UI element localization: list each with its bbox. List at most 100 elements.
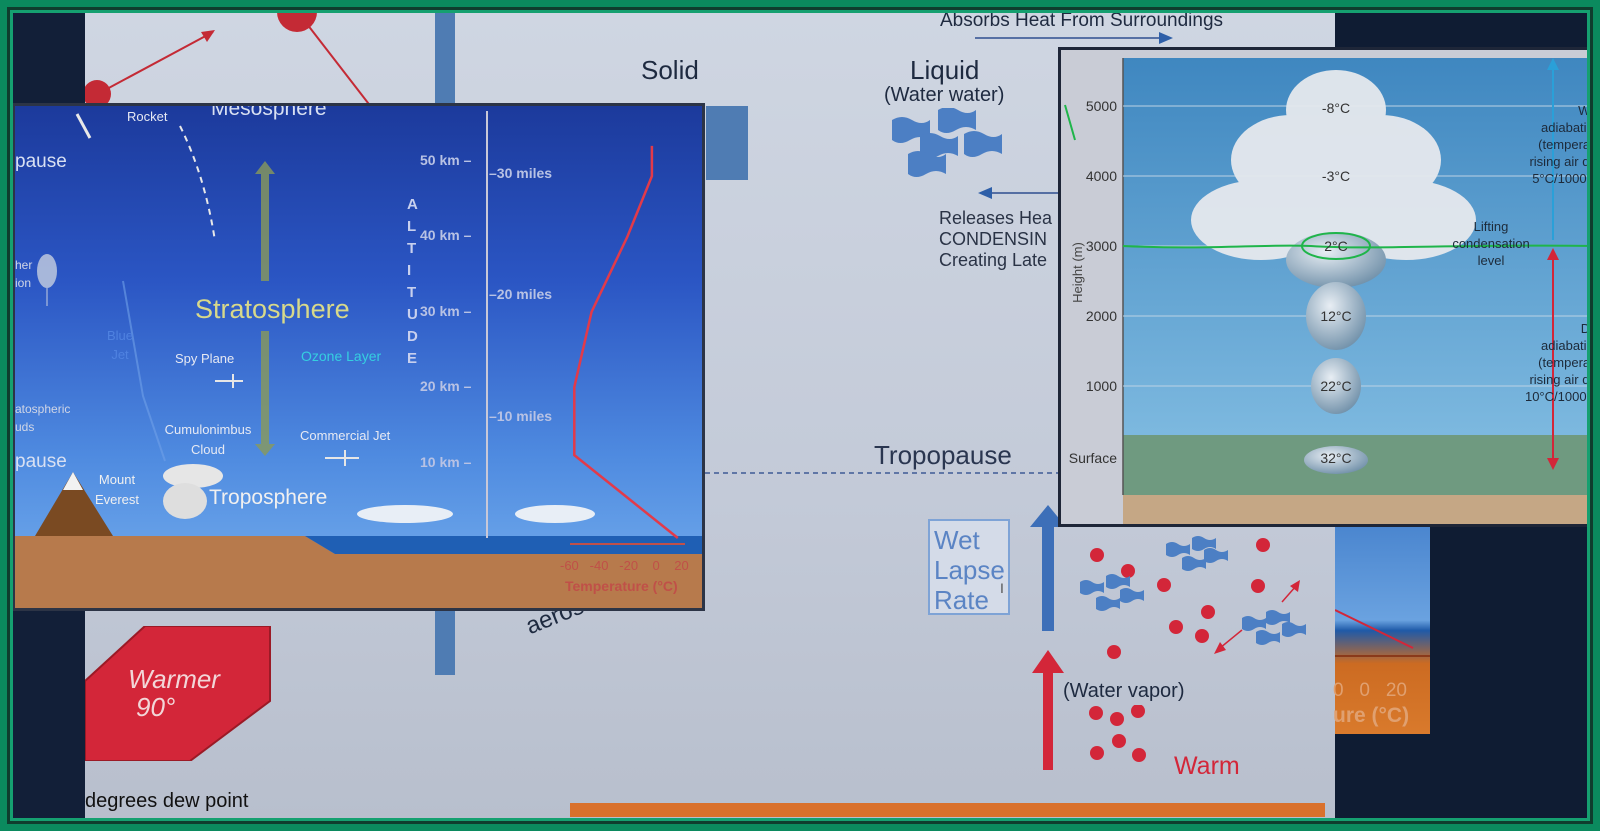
cumulonimbus-label: Cumulonimbus Cloud bbox=[164, 422, 252, 457]
altitude-letter: I bbox=[407, 262, 412, 279]
commercial-jet-label: Commercial Jet bbox=[300, 428, 391, 443]
altitude-letter: L bbox=[407, 218, 417, 235]
wet-lapse-line-2: Lapse bbox=[934, 555, 1005, 585]
wet-lapse-line-1: Wet bbox=[934, 525, 980, 555]
wet-line-2: adiabatic r bbox=[1541, 120, 1598, 135]
troposphere-label: Troposphere bbox=[209, 486, 328, 509]
partial-label-1: her bbox=[15, 258, 33, 272]
partial-labels-left-2: atospheric uds bbox=[15, 400, 70, 436]
warm-label: Warm bbox=[1174, 752, 1240, 780]
height-2000: 2000 bbox=[1085, 308, 1117, 324]
height-surface: Surface bbox=[1068, 450, 1117, 466]
atmosphere-graphic bbox=[15, 111, 702, 608]
partial-label-3: atospheric bbox=[15, 402, 71, 416]
temp-ticks: -60 -40 -20 0 20 bbox=[560, 558, 689, 573]
blue-jet-label: Blue Jet bbox=[106, 328, 134, 362]
temp-minus8: -8°C bbox=[1321, 100, 1351, 116]
lcl-line-2: condensation bbox=[1452, 236, 1530, 251]
dry-adiabatic-text: Dry adiabatic r (temperatu rising air dr… bbox=[1471, 320, 1598, 405]
height-4000: 4000 bbox=[1085, 168, 1117, 184]
absorbs-arrow bbox=[975, 32, 1173, 44]
dry-line-3: (temperatu bbox=[1538, 355, 1598, 370]
rocket-arrow-fragment bbox=[85, 12, 376, 112]
dry-line-5: 10°C/1000 m bbox=[1524, 389, 1598, 404]
releases-heat-text: Releases Hea CONDENSIN Creating Late bbox=[939, 208, 1052, 271]
ozone-layer-label: Ozone Layer bbox=[301, 348, 382, 364]
temp-22: 22°C bbox=[1320, 378, 1352, 394]
dry-line-2: adiabatic r bbox=[1541, 338, 1598, 353]
vapor-molecules bbox=[1080, 536, 1306, 659]
pause-label-bottom: pause bbox=[15, 451, 67, 472]
wet-line-5: 5°C/1000 m bbox=[1532, 171, 1598, 186]
temp-tick-1: -60 bbox=[560, 558, 579, 573]
lcl-line-1: Lifting bbox=[1473, 219, 1509, 234]
releases-line-3: Creating Late bbox=[939, 250, 1048, 270]
liquid-label: Liquid bbox=[910, 55, 980, 85]
mile-tick-label: –10 miles bbox=[489, 407, 553, 424]
altitude-letter: D bbox=[407, 328, 418, 345]
wet-lapse-line-3: Rate bbox=[934, 585, 989, 615]
wet-line-1: Wet bbox=[1578, 103, 1598, 118]
orange-bottom-bar bbox=[570, 803, 1325, 817]
temp-minus3: -3°C bbox=[1321, 168, 1351, 184]
mile-tick-label: –30 miles bbox=[489, 165, 553, 182]
adiabatic-cloud-panel: Height (m) 5000 4000 3000 2000 1000 Surf… bbox=[1058, 47, 1598, 527]
wet-line-4: rising air dro bbox=[1529, 154, 1598, 169]
partial-label-2: ion bbox=[15, 276, 32, 290]
temp-tick-3: -20 bbox=[619, 558, 639, 573]
atmosphere-layers-panel: Mesosphere pause pause Rocket Stratosphe… bbox=[12, 103, 705, 611]
right-tick-3: 20 bbox=[1385, 680, 1407, 701]
right-tick-2: 0 bbox=[1359, 680, 1370, 701]
wet-line-3: (temperatu bbox=[1538, 137, 1598, 152]
warmer-label: Warmer 90° bbox=[128, 665, 220, 721]
partial-labels-left: her ion bbox=[15, 256, 32, 292]
releases-arrow bbox=[978, 187, 1058, 199]
dew-point-text: degrees dew point bbox=[85, 790, 249, 812]
liquid-molecules bbox=[892, 108, 1002, 177]
blue-bar-bottom bbox=[435, 611, 455, 675]
right-tick-1: 0 bbox=[1333, 680, 1344, 701]
solid-block bbox=[706, 106, 748, 180]
altitude-letter: A bbox=[407, 196, 418, 213]
altitude-letter: T bbox=[407, 284, 417, 301]
temp-tick-4: 0 bbox=[652, 558, 660, 573]
mile-tick-label: –20 miles bbox=[489, 286, 553, 303]
warmer-word: Warmer bbox=[128, 664, 220, 694]
rocket-label: Rocket bbox=[127, 109, 168, 124]
right-bg-axis-label: ure (°C) bbox=[1333, 704, 1410, 727]
km-tick-label: 50 km – bbox=[420, 152, 472, 168]
pause-label-top: pause bbox=[15, 151, 67, 172]
releases-line-1: Releases Hea bbox=[939, 208, 1053, 228]
temp-tick-2: -40 bbox=[589, 558, 609, 573]
km-tick-label: 40 km – bbox=[420, 227, 472, 244]
km-tick-label: 10 km – bbox=[420, 453, 472, 470]
water-vapor-label: (Water vapor) bbox=[1063, 680, 1185, 702]
height-5000: 5000 bbox=[1085, 98, 1117, 114]
height-axis-label: Height (m) bbox=[1069, 242, 1085, 303]
right-bg-line bbox=[1335, 609, 1430, 657]
liquid-sublabel: (Water water) bbox=[884, 84, 1005, 106]
altitude-letter: T bbox=[407, 240, 417, 257]
text-cursor-icon: I bbox=[1000, 580, 1004, 596]
altitude-letter: U bbox=[407, 306, 418, 323]
lcl-text: Lifting condensation level bbox=[1441, 218, 1541, 269]
dry-line-4: rising air dro bbox=[1529, 372, 1598, 387]
partial-label-4: uds bbox=[15, 420, 35, 434]
temperature-axis-label: Temperature (°C) bbox=[565, 578, 678, 594]
releases-line-2: CONDENSIN bbox=[939, 229, 1048, 249]
lcl-line-3: level bbox=[1477, 253, 1505, 268]
tropopause-label: Tropopause bbox=[874, 440, 1012, 470]
temperature-profile-line bbox=[573, 145, 679, 539]
wet-lapse-rate-box[interactable]: Wet Lapse Rate bbox=[928, 519, 1010, 615]
right-bg-fragment bbox=[1335, 527, 1430, 734]
spy-plane-label: Spy Plane bbox=[175, 351, 235, 366]
temp-12: 12°C bbox=[1320, 308, 1352, 324]
temp-32: 32°C bbox=[1320, 450, 1352, 466]
stratosphere-label: Stratosphere bbox=[195, 294, 350, 324]
warmer-badge bbox=[85, 626, 271, 761]
everest-label: Mount Everest bbox=[94, 472, 140, 507]
temp-2: 2°C bbox=[1324, 238, 1348, 254]
altitude-letter: E bbox=[407, 350, 418, 367]
km-tick-label: 30 km – bbox=[420, 302, 472, 319]
